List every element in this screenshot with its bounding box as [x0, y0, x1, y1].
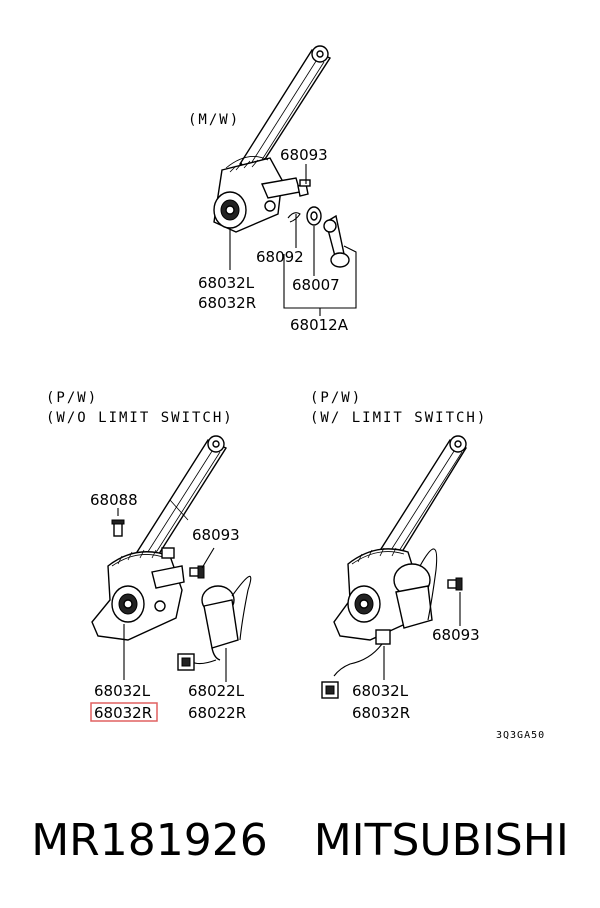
clip-68092 — [287, 212, 301, 223]
label-68093-right: 68093 — [432, 626, 480, 644]
regulator-body-mw — [213, 156, 301, 233]
regulator-body-left — [91, 547, 185, 641]
leader-68093-left — [201, 547, 215, 569]
variant-label-pw-right: (P/W) — [310, 390, 362, 406]
label-68022l: 68022L — [188, 682, 245, 700]
regulator-arm-right — [372, 435, 467, 569]
variant-sub-label-pw-right: (W/ LIMIT SWITCH) — [310, 410, 487, 426]
screw-68088 — [111, 519, 125, 537]
bolt-68093-mw — [297, 179, 311, 197]
washer-68007 — [306, 206, 322, 226]
label-68032l-mw: 68032L — [198, 274, 255, 292]
manual-window-regulator-group: (M/W) — [188, 45, 357, 334]
regulator-body-right — [321, 547, 438, 699]
power-window-limit-group: (P/W) (W/ LIMIT SWITCH) — [310, 390, 487, 722]
label-68032l-left: 68032L — [94, 682, 151, 700]
label-68032r-right: 68032R — [352, 704, 410, 722]
regulator-arm-left — [130, 435, 228, 569]
label-68032l-right: 68032L — [352, 682, 409, 700]
regulator-arm-mw — [238, 45, 332, 171]
bolt-68093-right — [447, 577, 463, 591]
window-handle-68012a — [323, 214, 350, 268]
label-68093-left: 68093 — [192, 526, 240, 544]
variant-sub-label-pw-left: (W/O LIMIT SWITCH) — [46, 410, 234, 426]
label-68093-mw: 68093 — [280, 146, 328, 164]
power-window-no-limit-group: (P/W) (W/O LIMIT SWITCH) — [46, 390, 252, 722]
label-68092: 68092 — [256, 248, 304, 266]
label-68032r-mw: 68032R — [198, 294, 256, 312]
part-number: MR181926 — [31, 814, 268, 866]
label-68007: 68007 — [292, 276, 340, 294]
label-68012a: 68012A — [290, 316, 349, 334]
leader-68012a — [283, 245, 357, 309]
product-caption: MR181926 MITSUBISHI — [0, 800, 600, 880]
brand-name: MITSUBISHI — [313, 814, 569, 866]
label-68088: 68088 — [90, 491, 138, 509]
parts-diagram: (M/W) — [46, 45, 545, 741]
label-68022r: 68022R — [188, 704, 246, 722]
variant-label-pw-left: (P/W) — [46, 390, 98, 406]
motor-68022-left — [177, 575, 252, 671]
variant-label-mw: (M/W) — [188, 112, 240, 128]
drawing-code: 3Q3GA50 — [496, 730, 545, 741]
highlight-box — [90, 702, 158, 722]
bolt-68093-left — [189, 565, 205, 579]
label-68032r-left-highlighted: 68032R — [94, 704, 152, 722]
